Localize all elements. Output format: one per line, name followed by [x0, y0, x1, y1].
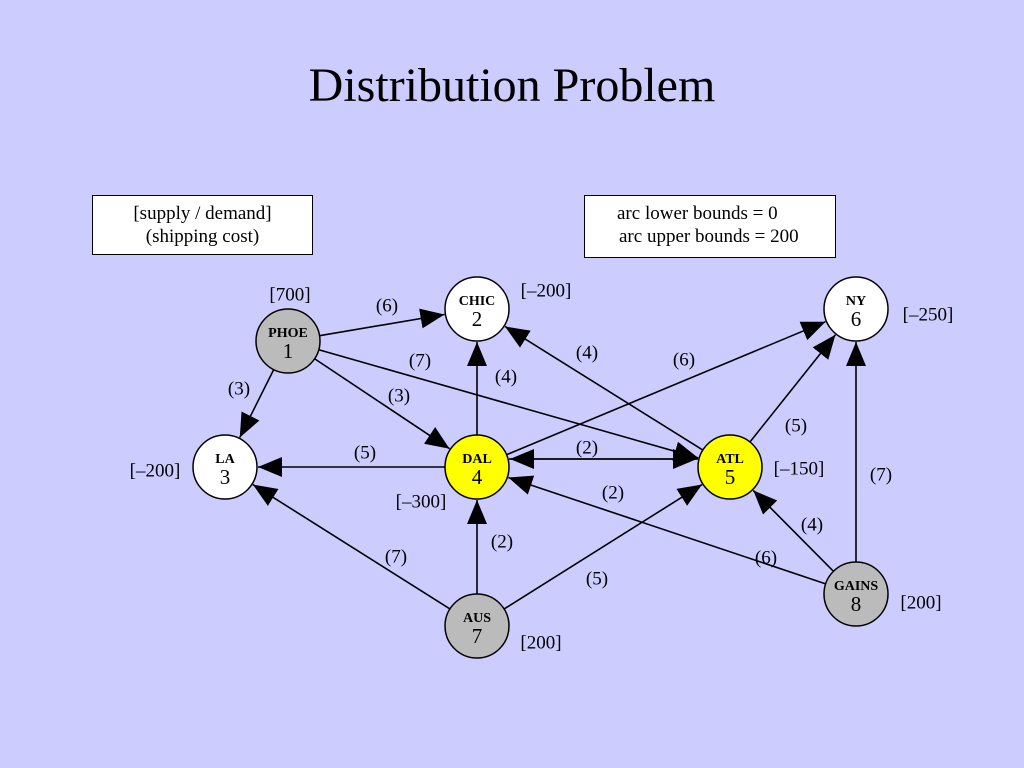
node-ny: NY6: [823, 276, 889, 342]
node-name-ny: NY: [846, 294, 866, 309]
node-number-ny: 6: [851, 307, 862, 331]
node-circle-atl: [697, 434, 763, 500]
arc-phoe-to-dal: [314, 358, 450, 450]
arc-aus-to-atl: [503, 483, 703, 610]
node-number-atl: 5: [725, 465, 736, 489]
arc-cost-dal-to-ny: (6): [673, 349, 695, 370]
node-value-chic: [–200]: [521, 280, 572, 301]
node-circle-la: [192, 434, 258, 500]
arc-cost-phoe-to-chic: (6): [376, 295, 398, 316]
node-name-aus: AUS: [463, 611, 491, 626]
arc-cost-atl-to-chic: (4): [576, 342, 598, 363]
node-name-gains: GAINS: [834, 579, 879, 594]
legend-arc-bounds: arc lower bounds = 0 arc upper bounds = …: [584, 195, 836, 258]
arc-cost-gains-to-ny: (7): [870, 464, 892, 485]
legend-supply-demand: [supply / demand] (shipping cost): [92, 195, 313, 255]
node-circle-gains: [823, 561, 889, 627]
node-name-phoe: PHOE: [268, 326, 308, 341]
node-number-gains: 8: [851, 592, 862, 616]
arc-phoe-to-atl: [318, 349, 699, 461]
arc-cost-atl-to-ny: (5): [785, 415, 807, 436]
arc-atl-to-ny: [749, 334, 837, 443]
legend-line-upper-bound: arc upper bounds = 200: [619, 226, 799, 247]
node-circle-ny: [823, 276, 889, 342]
node-number-la: 3: [220, 465, 231, 489]
legend-line-supply-demand: [supply / demand]: [133, 203, 272, 224]
node-name-la: LA: [215, 452, 235, 467]
node-name-atl: ATL: [716, 452, 744, 467]
legend-line-lower-bound: arc lower bounds = 0: [617, 203, 778, 224]
arc-dal-to-ny: [506, 320, 826, 456]
arc-cost-aus-to-la: (7): [385, 546, 407, 567]
arc-cost-phoe-to-dal: (3): [388, 385, 410, 406]
node-circle-dal: [444, 434, 510, 500]
arc-cost-dal-to-atl: (2): [576, 437, 598, 458]
node-value-dal: [–300]: [396, 491, 447, 512]
node-number-chic: 2: [472, 307, 483, 331]
node-value-la: [–200]: [130, 460, 181, 481]
arc-cost-phoe-to-la: (3): [228, 378, 250, 399]
node-number-aus: 7: [472, 624, 483, 648]
arc-atl-to-chic: [504, 325, 704, 451]
arc-phoe-to-chic: [319, 308, 445, 337]
arc-cost-phoe-to-atl: (7): [409, 350, 431, 371]
node-number-phoe: 1: [283, 339, 294, 363]
legend-line-shipping-cost: (shipping cost): [145, 226, 260, 247]
node-value-gains: [200]: [900, 592, 941, 613]
arc-gains-to-dal: [508, 475, 826, 585]
node-value-atl: [–150]: [774, 458, 825, 479]
arc-cost-dal-to-la: (5): [354, 442, 376, 463]
node-circle-phoe: [255, 308, 321, 374]
arc-gains-to-atl: [752, 489, 835, 572]
node-number-dal: 4: [472, 465, 483, 489]
arc-cost-atl-to-dal: (2): [602, 482, 624, 503]
node-name-dal: DAL: [462, 452, 492, 467]
slide-title: Distribution Problem: [308, 59, 716, 112]
node-value-aus: [200]: [520, 632, 561, 653]
node-name-chic: CHIC: [459, 294, 496, 309]
arc-cost-aus-to-atl: (5): [586, 568, 608, 589]
node-value-ny: [–250]: [903, 304, 954, 325]
node-la: LA3: [192, 434, 258, 500]
arc-cost-dal-to-chic: (4): [495, 366, 517, 387]
arc-aus-to-la: [252, 483, 451, 610]
arc-cost-gains-to-dal: (6): [755, 547, 777, 568]
node-circle-aus: [444, 593, 510, 659]
node-circle-chic: [444, 276, 510, 342]
arc-cost-aus-to-dal: (2): [491, 531, 513, 552]
node-value-phoe: [700]: [269, 284, 310, 305]
arc-cost-gains-to-atl: (4): [801, 514, 823, 535]
arc-phoe-to-la: [239, 369, 275, 438]
